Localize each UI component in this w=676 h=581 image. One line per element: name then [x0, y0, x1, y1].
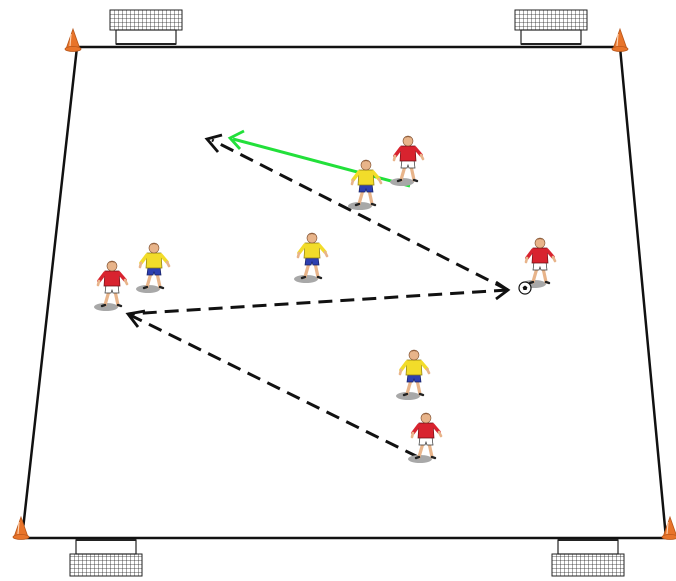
cone-top-right: [611, 28, 629, 53]
cone-top-left: [64, 28, 82, 53]
pass-arrow-2: [127, 288, 509, 316]
pass-arrow-1-head: [125, 309, 146, 328]
pass-arrow-2-head: [495, 280, 511, 301]
pass-arrow-3: [211, 138, 509, 292]
pass-arrow-3-head: [204, 133, 223, 153]
goal-top-right: [514, 9, 588, 45]
soccer-ball: [518, 281, 532, 295]
goal-top-left: [109, 9, 183, 45]
pass-arrow-1: [127, 312, 419, 459]
run-arrow-head: [227, 129, 245, 150]
goal-bottom-left: [69, 539, 143, 577]
goal-bottom-right: [551, 539, 625, 577]
